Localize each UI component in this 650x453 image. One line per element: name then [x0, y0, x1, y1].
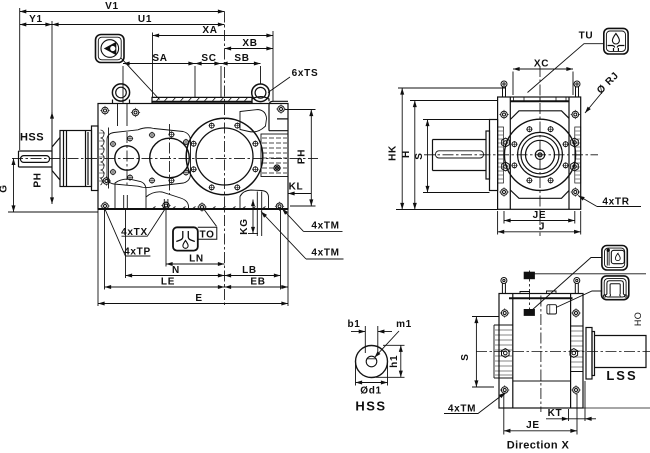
- svg-text:XC: XC: [534, 59, 549, 70]
- svg-text:4xTP: 4xTP: [124, 247, 151, 258]
- svg-text:S: S: [414, 152, 425, 159]
- svg-text:b1: b1: [347, 319, 360, 330]
- svg-text:SA: SA: [152, 53, 167, 64]
- svg-text:PH: PH: [33, 172, 44, 187]
- svg-text:J: J: [539, 222, 545, 233]
- svg-text:N: N: [172, 265, 180, 276]
- svg-text:E: E: [195, 293, 202, 304]
- svg-text:U1: U1: [138, 14, 152, 25]
- svg-text:S: S: [460, 353, 471, 360]
- svg-text:Ø RJ: Ø RJ: [595, 70, 621, 96]
- svg-text:h1: h1: [389, 355, 400, 368]
- svg-text:HSS: HSS: [355, 399, 386, 414]
- svg-text:HO: HO: [633, 312, 643, 326]
- svg-text:KT: KT: [548, 408, 563, 419]
- svg-text:4xTM: 4xTM: [448, 404, 476, 415]
- svg-text:JE: JE: [526, 420, 540, 431]
- svg-text:LE: LE: [161, 277, 175, 288]
- svg-text:LN: LN: [189, 254, 204, 265]
- svg-text:4xTM: 4xTM: [311, 221, 339, 232]
- svg-text:SB: SB: [234, 53, 249, 64]
- svg-text:LB: LB: [242, 265, 257, 276]
- svg-text:H: H: [401, 150, 412, 158]
- svg-text:TO: TO: [199, 230, 214, 241]
- svg-text:Ød1: Ød1: [360, 386, 382, 397]
- svg-text:TU: TU: [579, 31, 594, 42]
- svg-text:4xTM: 4xTM: [311, 247, 339, 258]
- svg-text:HK: HK: [388, 145, 399, 161]
- svg-text:KG: KG: [239, 218, 250, 234]
- svg-text:PH: PH: [297, 149, 308, 164]
- svg-text:4xTR: 4xTR: [602, 197, 629, 208]
- svg-text:JE: JE: [533, 210, 547, 221]
- svg-text:XA: XA: [202, 25, 217, 36]
- svg-text:HSS: HSS: [20, 132, 44, 144]
- svg-text:LSS: LSS: [606, 368, 637, 383]
- svg-text:Y1: Y1: [29, 14, 43, 25]
- svg-text:m1: m1: [396, 319, 412, 330]
- svg-text:XB: XB: [242, 38, 257, 49]
- svg-text:G: G: [0, 184, 10, 192]
- svg-text:SC: SC: [201, 53, 216, 64]
- svg-text:6xTS: 6xTS: [292, 68, 319, 79]
- svg-text:KL: KL: [289, 182, 304, 193]
- svg-text:EB: EB: [250, 277, 265, 288]
- svg-text:4xTX: 4xTX: [121, 227, 148, 238]
- svg-text:Direction X: Direction X: [507, 440, 570, 452]
- svg-text:V1: V1: [105, 1, 119, 12]
